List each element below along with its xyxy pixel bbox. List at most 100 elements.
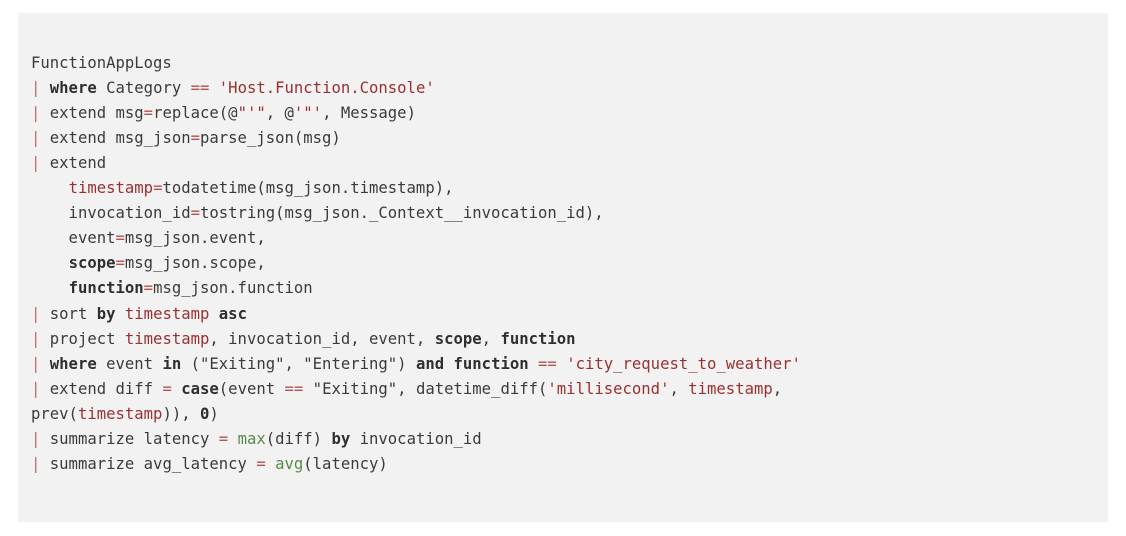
line-13-where-event-in: | where event in ("Exiting", "Entering")… <box>31 352 1108 377</box>
code-token: msg_json.scope, <box>124 254 266 273</box>
code-token: function <box>453 354 529 373</box>
code-token: = <box>190 128 200 147</box>
line-2-where-category: | where Category == 'Host.Function.Conso… <box>31 76 1108 101</box>
code-token <box>31 279 69 297</box>
line-7-invocation-id: invocation_id=tostring(msg_json._Context… <box>31 201 1108 226</box>
code-token: , <box>772 379 783 398</box>
line-1-table-source: FunctionAppLogs <box>31 51 1108 76</box>
line-12-project: | project timestamp, invocation_id, even… <box>31 327 1108 352</box>
code-token: , <box>481 329 501 348</box>
code-token: timestamp <box>124 304 210 323</box>
code-token: extend msg_json <box>49 128 191 147</box>
code-token: sort <box>49 304 97 323</box>
code-token: timestamp <box>124 329 210 348</box>
code-token: "'" <box>237 103 266 122</box>
line-17-summarize-avg: | summarize avg_latency = avg(latency) <box>31 452 1108 477</box>
code-token <box>529 355 538 373</box>
code-token: = <box>190 204 200 223</box>
code-token: | <box>31 354 50 373</box>
code-token: event <box>96 354 163 373</box>
line-3-extend-msg: | extend msg=replace(@"'", @'"', Message… <box>31 101 1108 126</box>
code-token: == <box>538 354 557 373</box>
line-6-timestamp: timestamp=todatetime(msg_json.timestamp)… <box>31 176 1108 201</box>
line-15-prev-wrap: prev(timestamp)), 0) <box>31 402 1108 427</box>
code-token: msg_json.event, <box>124 229 266 248</box>
code-token <box>557 355 566 373</box>
code-token <box>209 79 218 97</box>
code-token: (event <box>218 379 285 398</box>
line-9-scope: scope=msg_json.scope, <box>31 251 1108 276</box>
code-token: by <box>96 304 116 323</box>
code-token <box>209 305 218 323</box>
code-token <box>444 355 453 373</box>
code-token: case <box>181 379 219 398</box>
code-token: function <box>500 329 576 348</box>
code-token: function <box>68 279 144 298</box>
code-token <box>116 305 125 323</box>
code-token: scope <box>68 254 116 273</box>
code-token: | <box>31 455 50 474</box>
code-token: = <box>153 179 163 198</box>
code-token <box>172 380 181 398</box>
code-token <box>31 179 69 197</box>
code-token: by <box>331 430 351 448</box>
code-token: scope <box>434 329 482 348</box>
code-token: where <box>49 354 97 373</box>
code-token: = <box>162 379 172 398</box>
code-token: | <box>31 304 50 323</box>
code-token: timestamp <box>77 404 163 423</box>
line-16-summarize-latency: | summarize latency = max(diff) by invoc… <box>31 427 1108 452</box>
code-token: summarize latency <box>49 430 219 448</box>
code-token <box>266 455 275 473</box>
code-token <box>228 430 237 448</box>
code-token: todatetime(msg_json.timestamp), <box>162 179 454 198</box>
code-token: 'Host.Function.Console' <box>218 78 435 97</box>
code-token: , invocation_id, event, <box>209 329 435 348</box>
code-token: = <box>256 455 266 474</box>
code-token: | <box>31 78 50 97</box>
code-token: (latency) <box>303 455 388 474</box>
code-token: asc <box>218 304 247 323</box>
code-token: FunctionAppLogs <box>31 53 172 72</box>
code-token: in <box>162 354 182 373</box>
code-token: and <box>415 354 445 373</box>
code-token: prev( <box>31 404 78 423</box>
code-token: | <box>31 153 50 172</box>
code-token: "Exiting", datetime_diff( <box>303 379 548 398</box>
code-listing[interactable]: FunctionAppLogs| where Category == 'Host… <box>18 51 1108 478</box>
code-token: timestamp <box>68 179 154 198</box>
code-token: 0 <box>200 404 210 423</box>
code-token: = <box>143 103 154 122</box>
code-token: == <box>284 379 304 398</box>
code-token: extend <box>49 153 107 172</box>
code-token: = <box>115 254 125 273</box>
code-token: )), <box>162 404 201 423</box>
code-token: msg_json.function <box>153 279 313 298</box>
code-token: invocation_id <box>31 204 191 223</box>
line-8-event: event=msg_json.event, <box>31 226 1108 251</box>
code-token: | <box>31 430 50 448</box>
code-token: ("Exiting", "Entering") <box>181 354 416 373</box>
code-token: | <box>31 128 50 147</box>
line-14-extend-diff: | extend diff = case(event == "Exiting",… <box>31 377 1108 402</box>
code-token: Category <box>96 78 191 97</box>
code-token: extend msg <box>49 103 144 122</box>
code-token: summarize avg_latency <box>49 455 257 474</box>
line-11-sort: | sort by timestamp asc <box>31 302 1108 327</box>
code-token: project <box>49 329 125 348</box>
code-token: invocation_id <box>350 430 482 448</box>
code-token: replace(@ <box>153 103 238 122</box>
code-token: where <box>49 78 97 97</box>
code-token: | <box>31 379 50 398</box>
code-token: max <box>237 430 266 448</box>
code-token: , @ <box>265 103 294 122</box>
code-token: extend diff <box>49 379 163 398</box>
code-token: tostring(msg_json._Context__invocation_i… <box>200 204 604 223</box>
code-block: FunctionAppLogs| where Category == 'Host… <box>18 13 1108 522</box>
code-token: event <box>31 229 116 248</box>
code-token: (diff) <box>265 430 332 448</box>
line-10-function: function=msg_json.function <box>31 276 1108 301</box>
code-token: , Message) <box>322 103 416 122</box>
code-token: parse_json(msg) <box>200 128 341 147</box>
code-token: == <box>190 78 210 97</box>
